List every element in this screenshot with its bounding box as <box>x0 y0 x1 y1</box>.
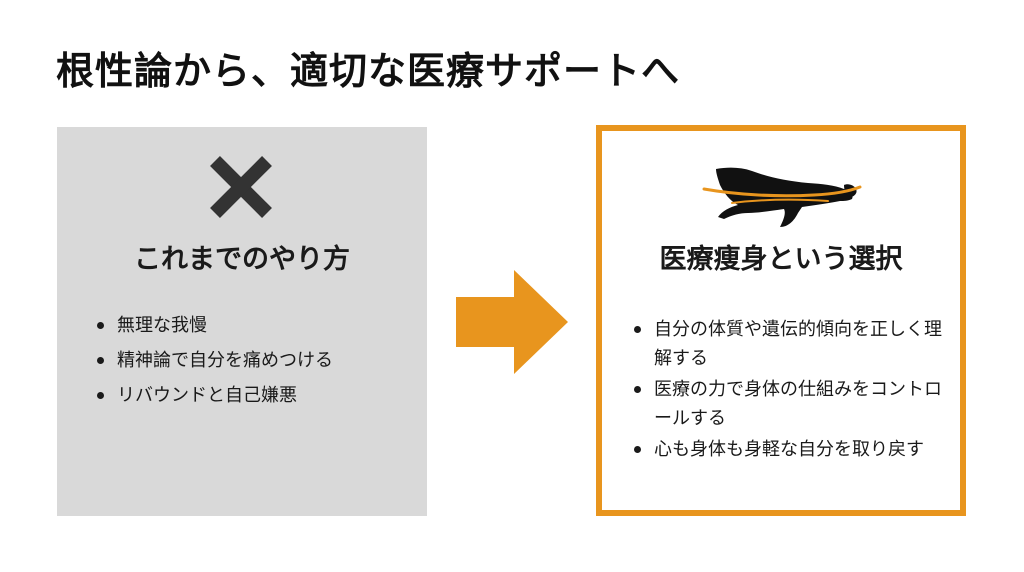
list-item: 精神論で自分を痛めつける <box>95 346 333 375</box>
old-way-heading: これまでのやり方 <box>134 244 350 275</box>
list-item-text: 精神論で自分を痛めつける <box>117 350 333 371</box>
new-way-panel: 医療痩身という選択 自分の体質や遺伝的傾向を正しく理解する 医療の力で身体の仕組… <box>596 125 966 516</box>
list-item: 無理な我慢 <box>95 311 333 340</box>
right-arrow-icon <box>456 270 568 374</box>
list-item: リバウンドと自己嫌悪 <box>95 381 333 410</box>
list-item: 心も身体も身軽な自分を取り戻す <box>632 435 942 464</box>
bullet-dot-icon <box>634 386 641 393</box>
bullet-dot-icon <box>634 446 641 453</box>
list-item-text: 医療の力で身体の仕組みをコントロールする <box>654 379 942 429</box>
old-way-panel: これまでのやり方 無理な我慢 精神論で自分を痛めつける リバウンドと自己嫌悪 <box>57 127 427 516</box>
cross-icon <box>210 156 272 218</box>
list-item: 医療の力で身体の仕組みをコントロールする <box>632 375 942 433</box>
new-way-list: 自分の体質や遺伝的傾向を正しく理解する 医療の力で身体の仕組みをコントロールする… <box>632 315 942 466</box>
seal-icon <box>702 167 862 227</box>
list-item-text: 無理な我慢 <box>117 315 207 336</box>
list-item: 自分の体質や遺伝的傾向を正しく理解する <box>632 315 942 373</box>
bullet-dot-icon <box>97 322 104 329</box>
list-item-text: リバウンドと自己嫌悪 <box>117 385 297 406</box>
bullet-dot-icon <box>97 392 104 399</box>
page-title: 根性論から、適切な医療サポートへ <box>56 49 681 93</box>
list-item-text: 自分の体質や遺伝的傾向を正しく理解する <box>654 319 942 369</box>
new-way-heading: 医療痩身という選択 <box>659 244 903 275</box>
list-item-text: 心も身体も身軽な自分を取り戻す <box>654 439 924 460</box>
bullet-dot-icon <box>97 357 104 364</box>
old-way-list: 無理な我慢 精神論で自分を痛めつける リバウンドと自己嫌悪 <box>95 311 333 416</box>
bullet-dot-icon <box>634 326 641 333</box>
